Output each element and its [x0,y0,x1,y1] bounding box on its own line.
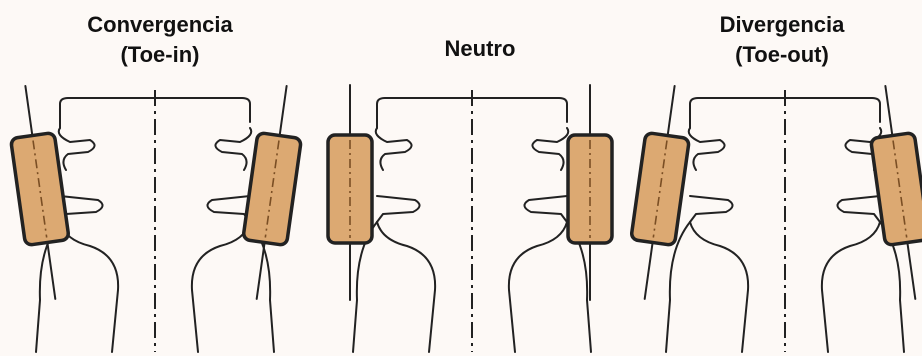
toe-out-wheel-left [623,83,696,302]
toe-in-wheel-right [235,83,308,302]
toe-in-lower-body-left [60,222,118,352]
toe-out-tire-left [631,132,690,245]
neutral-lower-body-right [509,222,567,352]
neutral-wheel-left [328,85,372,300]
neutral-lower-arm-right [524,196,567,222]
toe-in-tire-right [243,132,302,245]
toe-out-panel [623,83,922,352]
toe-in-lower-arm-right [207,196,250,222]
toe-out-lower-arm-right [837,196,880,222]
toe-out-lower-body-left [690,222,748,352]
toe-out-upper-arm-left [689,128,725,170]
toe-out-lower-arm-left [690,196,733,222]
neutral-wheel-right [568,85,612,300]
neutral-tire-right [568,135,612,243]
toe-in-panel [4,83,309,352]
neutral-tire-left [328,135,372,243]
neutral-lower-arm-left [377,196,420,222]
neutral-panel [328,85,612,352]
neutral-lower-body-left [377,222,435,352]
toe-out-wheel-right [864,83,922,302]
toe-in-lower-body-right [192,222,250,352]
neutral-upper-arm-left [376,128,412,170]
toe-in-upper-arm-left [59,128,95,170]
toe-out-lower-body-right [822,222,880,352]
toe-in-tire-left [11,132,70,245]
toe-in-upper-arm-right [215,128,251,170]
neutral-upper-arm-right [532,128,568,170]
